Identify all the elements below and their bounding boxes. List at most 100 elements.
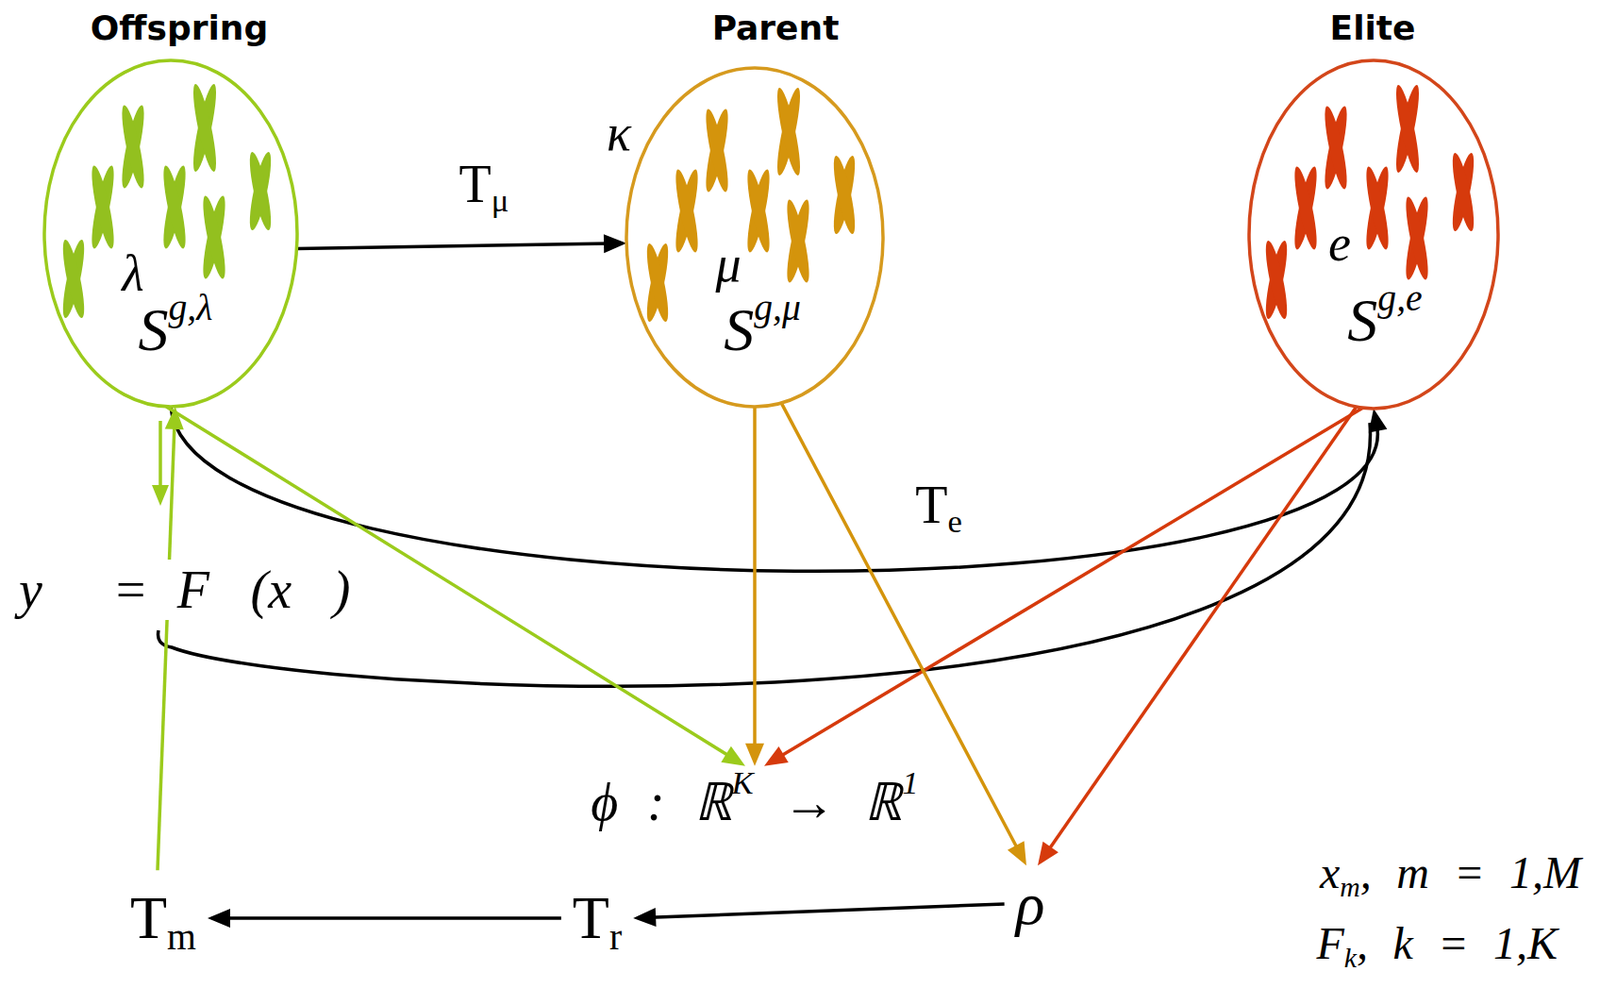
chromatid <box>117 103 149 190</box>
connector <box>170 406 1387 571</box>
chromatid <box>199 194 230 281</box>
chromatid <box>743 167 774 254</box>
population-outline <box>1247 58 1500 411</box>
population-ellipse: EliteeSg,e <box>1247 58 1500 411</box>
connector-line <box>296 243 610 249</box>
connector-line <box>170 406 1378 571</box>
chromatid <box>783 198 814 284</box>
chromatid <box>87 164 118 250</box>
chromosome-icon <box>199 194 230 281</box>
chromatid <box>245 150 275 232</box>
arrowhead <box>764 746 789 767</box>
chromatid <box>671 167 702 254</box>
arrowhead <box>1037 841 1059 866</box>
population-outline <box>42 58 300 409</box>
chromatid <box>199 194 230 281</box>
selection-operator: ρ <box>1016 868 1046 939</box>
chromatid <box>58 237 88 319</box>
chromosome-icon <box>1290 165 1321 251</box>
chromatid <box>1448 150 1478 233</box>
arrowhead <box>633 907 656 927</box>
chromosome-icon <box>642 241 672 323</box>
subscript: μ <box>491 182 510 219</box>
arrowhead <box>720 746 746 767</box>
chromatid <box>1391 83 1423 175</box>
population-heading: Offspring <box>90 8 268 48</box>
chromosome-icon <box>829 153 859 235</box>
math-text: Tm <box>130 883 197 953</box>
operator-label: Te <box>911 474 967 535</box>
operator-label: Tμ <box>455 153 514 215</box>
chromatid <box>1290 165 1321 251</box>
connector-line <box>778 407 1363 757</box>
connector <box>296 233 627 253</box>
connector-line <box>224 916 562 920</box>
connector-line <box>650 903 1004 917</box>
chromatid <box>188 83 220 174</box>
chromatid <box>1448 150 1478 233</box>
chromosome-icon <box>1362 165 1393 251</box>
chromatid <box>772 86 804 178</box>
chromosome-icon <box>1391 83 1423 175</box>
chromatid <box>701 107 733 194</box>
population-ellipse: OffspringλSg,λ <box>42 58 300 409</box>
ellipse-border <box>1249 60 1499 409</box>
population-outline <box>624 66 885 409</box>
chromatid <box>159 164 190 250</box>
chromatid <box>642 241 672 323</box>
set-symbol: Sg,λ <box>138 295 214 366</box>
math-text: ρ <box>1016 868 1046 939</box>
subscript: e <box>947 502 962 540</box>
chromatid <box>829 153 859 235</box>
ellipse-border <box>44 60 298 407</box>
chromosome-icon <box>1261 238 1291 320</box>
connector <box>764 407 1363 766</box>
population-ellipse: ParentκμSg,μ <box>624 66 885 409</box>
chromatid <box>87 164 118 250</box>
subscript: m <box>1339 870 1361 902</box>
arrowhead <box>1007 840 1027 866</box>
subscript: r <box>609 916 622 958</box>
size-symbol: e <box>1328 214 1351 273</box>
chromatid <box>642 241 672 323</box>
chromatid <box>1290 165 1321 251</box>
chromatid <box>58 237 88 319</box>
arrowhead <box>603 233 627 253</box>
superscript: g,μ <box>753 286 801 329</box>
superscript: K <box>732 764 754 801</box>
connector-line <box>1047 406 1356 851</box>
chromatid <box>1261 238 1291 320</box>
chromatid <box>245 150 275 232</box>
math-text: Tr <box>572 883 622 953</box>
chromatid <box>671 167 702 254</box>
subscript: m <box>166 916 197 958</box>
chromosome-icon <box>671 167 702 254</box>
chromosome-icon <box>1401 195 1433 282</box>
chromosome-icon <box>743 167 774 254</box>
superscript: 1 <box>901 764 918 801</box>
chromosome-icon <box>159 164 190 250</box>
chromosome-icon <box>58 237 88 319</box>
variable-note: xm, m = 1,M <box>1316 846 1585 899</box>
objective-note: Fk, k = 1,K <box>1313 916 1562 969</box>
chromosome-icon <box>1320 104 1351 191</box>
population-heading: Elite <box>1330 8 1417 48</box>
chromatid <box>1401 195 1433 282</box>
set-symbol: Sg,μ <box>723 295 801 366</box>
connector-line <box>752 406 757 750</box>
arrowhead <box>207 908 231 928</box>
chromatid <box>1362 165 1393 251</box>
chromatid <box>829 153 859 235</box>
chromatid <box>1362 165 1393 251</box>
chromosome-icon <box>117 103 149 190</box>
chromatid <box>1320 104 1351 191</box>
chromatid <box>1320 104 1351 191</box>
evaluation-arrow <box>158 420 163 489</box>
chromatid <box>743 167 774 254</box>
population-heading: Parent <box>712 8 840 48</box>
subscript: k <box>1344 941 1357 973</box>
recombination-operator: Tr <box>572 883 622 953</box>
lifespan-symbol: κ <box>606 103 632 163</box>
